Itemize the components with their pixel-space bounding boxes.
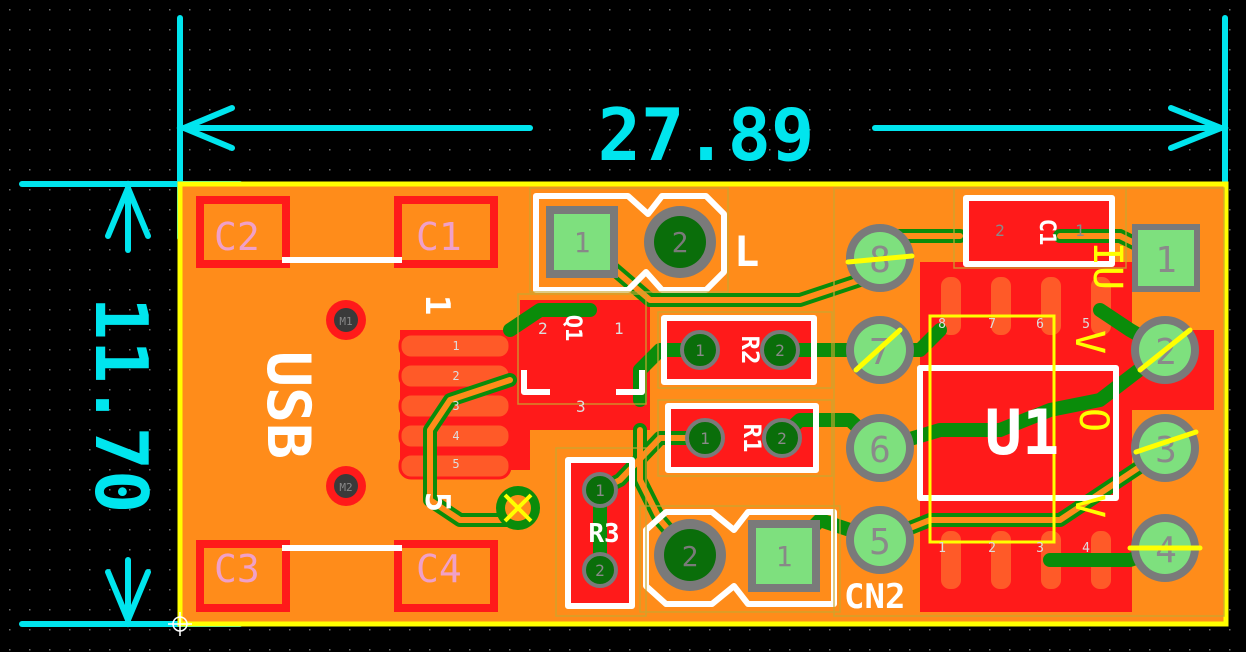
cn2-pin2: 2: [682, 540, 699, 573]
usb-pin-5: 5: [452, 457, 459, 471]
header-pin-1: 1: [1155, 240, 1177, 281]
header-pin-3: 3: [1155, 430, 1177, 471]
usb-pin-2: 2: [452, 369, 459, 383]
u1-mark-4: V: [1066, 494, 1112, 518]
usb-pin-4: 4: [452, 429, 459, 443]
l-pin1: 1: [574, 226, 591, 259]
r3-pin1: 1: [595, 481, 605, 500]
dimension-width-label: 27.89: [598, 93, 815, 177]
component-keepouts: [196, 196, 498, 612]
q1-pin2: 2: [538, 319, 548, 338]
r3-pin2: 2: [595, 561, 605, 580]
l-label: L: [734, 227, 759, 276]
header-yellow-strokes: [845, 253, 1203, 551]
usb-mount-holes: [326, 300, 366, 506]
u1-pin-3: 3: [1036, 541, 1044, 556]
c3-pad-label: C3: [214, 547, 260, 591]
usb-pin-3: 3: [452, 399, 459, 413]
resistor-pads: [582, 330, 802, 588]
u1-pin-4: 4: [1082, 541, 1090, 556]
u1-mark-1: IU: [1084, 242, 1130, 290]
assembly-outlines: [928, 314, 1056, 544]
c1-label: C1: [1034, 219, 1059, 246]
u1-pin-8: 8: [938, 317, 946, 332]
r2-pin1: 1: [695, 341, 705, 360]
dimension-width: [176, 15, 1230, 241]
origin-crosshair: [168, 612, 192, 636]
u1-pin-7: 7: [988, 317, 996, 332]
u1-pin-2: 2: [988, 541, 996, 556]
r1-pin2: 2: [777, 429, 787, 448]
c1-pad-label: C1: [416, 215, 462, 259]
r1-label: R1: [738, 424, 766, 453]
u1-label: U1: [985, 396, 1060, 469]
r2-label: R2: [736, 336, 764, 365]
silkscreen: [282, 193, 1119, 609]
usb-pin-last-label: 5: [417, 492, 457, 512]
q1-label: Q1: [560, 315, 585, 342]
u1-pin-5: 5: [1082, 317, 1090, 332]
r3-label: R3: [588, 519, 619, 549]
via-usb: [496, 486, 540, 530]
q1-pin3: 3: [576, 397, 586, 416]
l-pin2: 2: [672, 226, 689, 259]
q1-pin1: 1: [614, 319, 624, 338]
l-pads: [546, 206, 716, 278]
cn2-pads: [654, 519, 820, 592]
c1-pin1: 1: [1075, 221, 1085, 240]
component-courtyards: [517, 187, 1225, 617]
usb-mount-m2: M2: [339, 481, 352, 494]
c4-pad-label: C4: [416, 547, 462, 591]
board-outline: [177, 181, 1229, 627]
dimension-height-label: 11.70: [79, 297, 163, 514]
r1-pin1: 1: [700, 429, 710, 448]
u1-pin-1: 1: [938, 541, 946, 556]
cn2-label: CN2: [844, 577, 905, 617]
r2-pin2: 2: [775, 341, 785, 360]
u1-pin-6: 6: [1036, 317, 1044, 332]
header-pin-6: 6: [869, 430, 891, 471]
u1-mark-2: V: [1066, 330, 1112, 354]
usb-pin-first-label: 1: [417, 295, 457, 315]
c1-pin2: 2: [995, 221, 1005, 240]
header-pin-5: 5: [869, 522, 891, 563]
usb-label: USB: [253, 351, 323, 459]
usb-mount-m1: M1: [339, 315, 352, 328]
usb-pin-1: 1: [452, 339, 459, 353]
u1-mark-3: O: [1070, 408, 1116, 432]
c2-pad-label: C2: [214, 215, 260, 259]
cn2-pin1: 1: [776, 540, 793, 573]
